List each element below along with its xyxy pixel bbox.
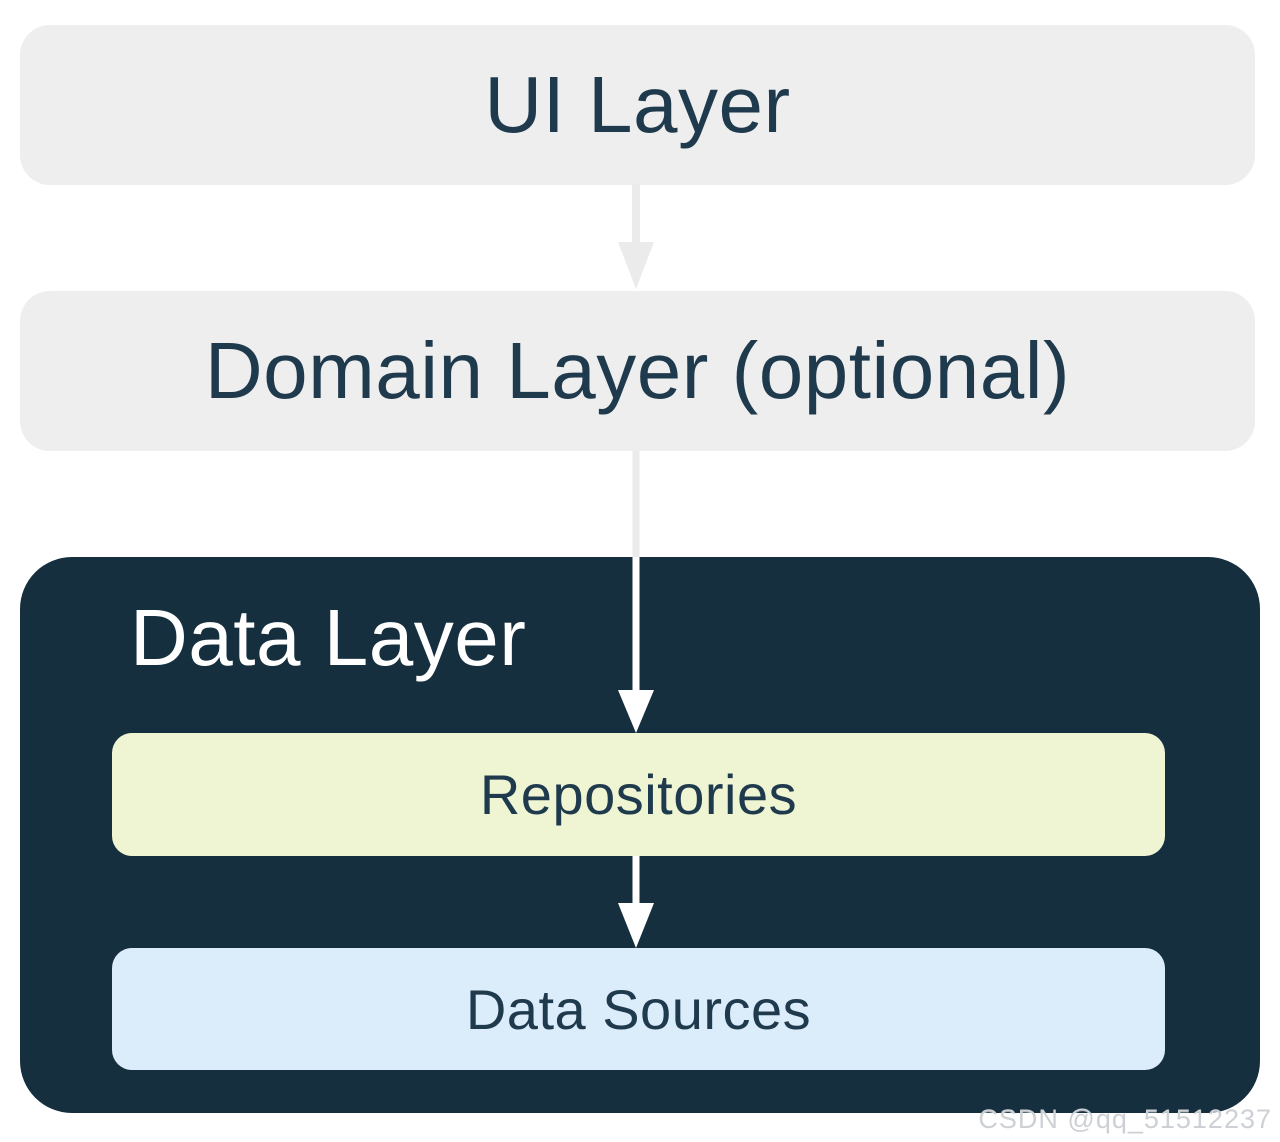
node-repositories-label: Repositories [479,763,798,826]
node-data-sources: Data Sources [112,948,1165,1070]
node-data-layer-label: Data Layer [130,593,527,682]
node-repositories: Repositories [112,733,1165,856]
watermark-text: CSDN @qq_51512237 [978,1104,1272,1134]
arrow-down-icon-ui-to-domain [618,184,654,289]
node-domain-layer: Domain Layer (optional) [20,291,1255,451]
node-ui-layer-label: UI Layer [484,60,791,149]
node-domain-layer-label: Domain Layer (optional) [204,326,1071,415]
node-data-sources-label: Data Sources [465,977,812,1041]
node-ui-layer: UI Layer [20,25,1255,185]
